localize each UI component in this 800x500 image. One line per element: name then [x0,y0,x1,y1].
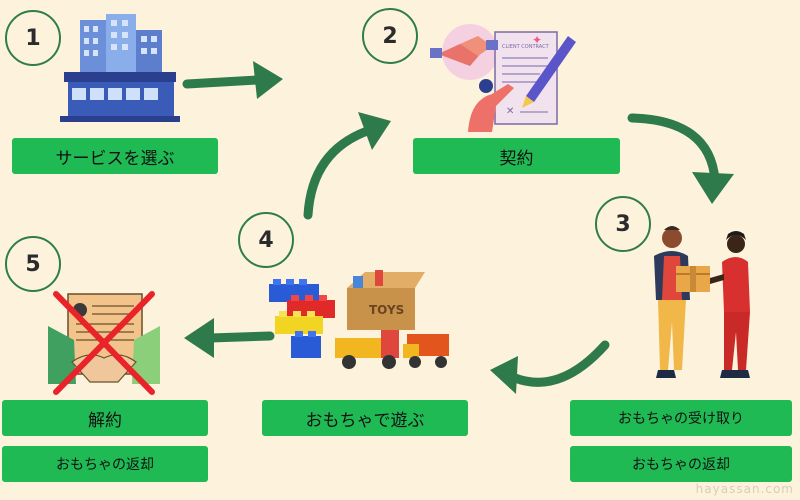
step-2-label: 契約 [413,138,620,174]
step-3-label-receive: おもちゃの受け取り [570,400,792,436]
step-1-number: 1 [5,10,61,66]
step-5-label-cancel: 解約 [2,400,208,436]
svg-text:✦: ✦ [532,33,542,47]
step-4-label: おもちゃで遊ぶ [262,400,468,436]
step-2-number: 2 [362,8,418,64]
step-3-number: 3 [595,196,651,252]
contract-text: CLIENT CONTRACT [502,44,550,50]
contract-handshake-icon: CLIENT CONTRACT ✕ ✦ [430,24,576,132]
watermark: hayassan.com [695,482,794,496]
svg-text:✕: ✕ [506,106,514,117]
step-5-number: 5 [5,236,61,292]
office-building-icon [60,14,180,122]
cancelled-contract-icon [48,291,160,395]
step-4-number: 4 [238,212,294,268]
step-5-label-return: おもちゃの返却 [2,446,208,482]
step-3-label-return: おもちゃの返却 [570,446,792,482]
step-1-label: サービスを選ぶ [12,138,218,174]
toys-box-text: TOYS [369,303,404,317]
lego-bricks [269,279,335,358]
delivery-handover-icon [654,226,750,378]
toys-icon: TOYS [269,270,449,369]
